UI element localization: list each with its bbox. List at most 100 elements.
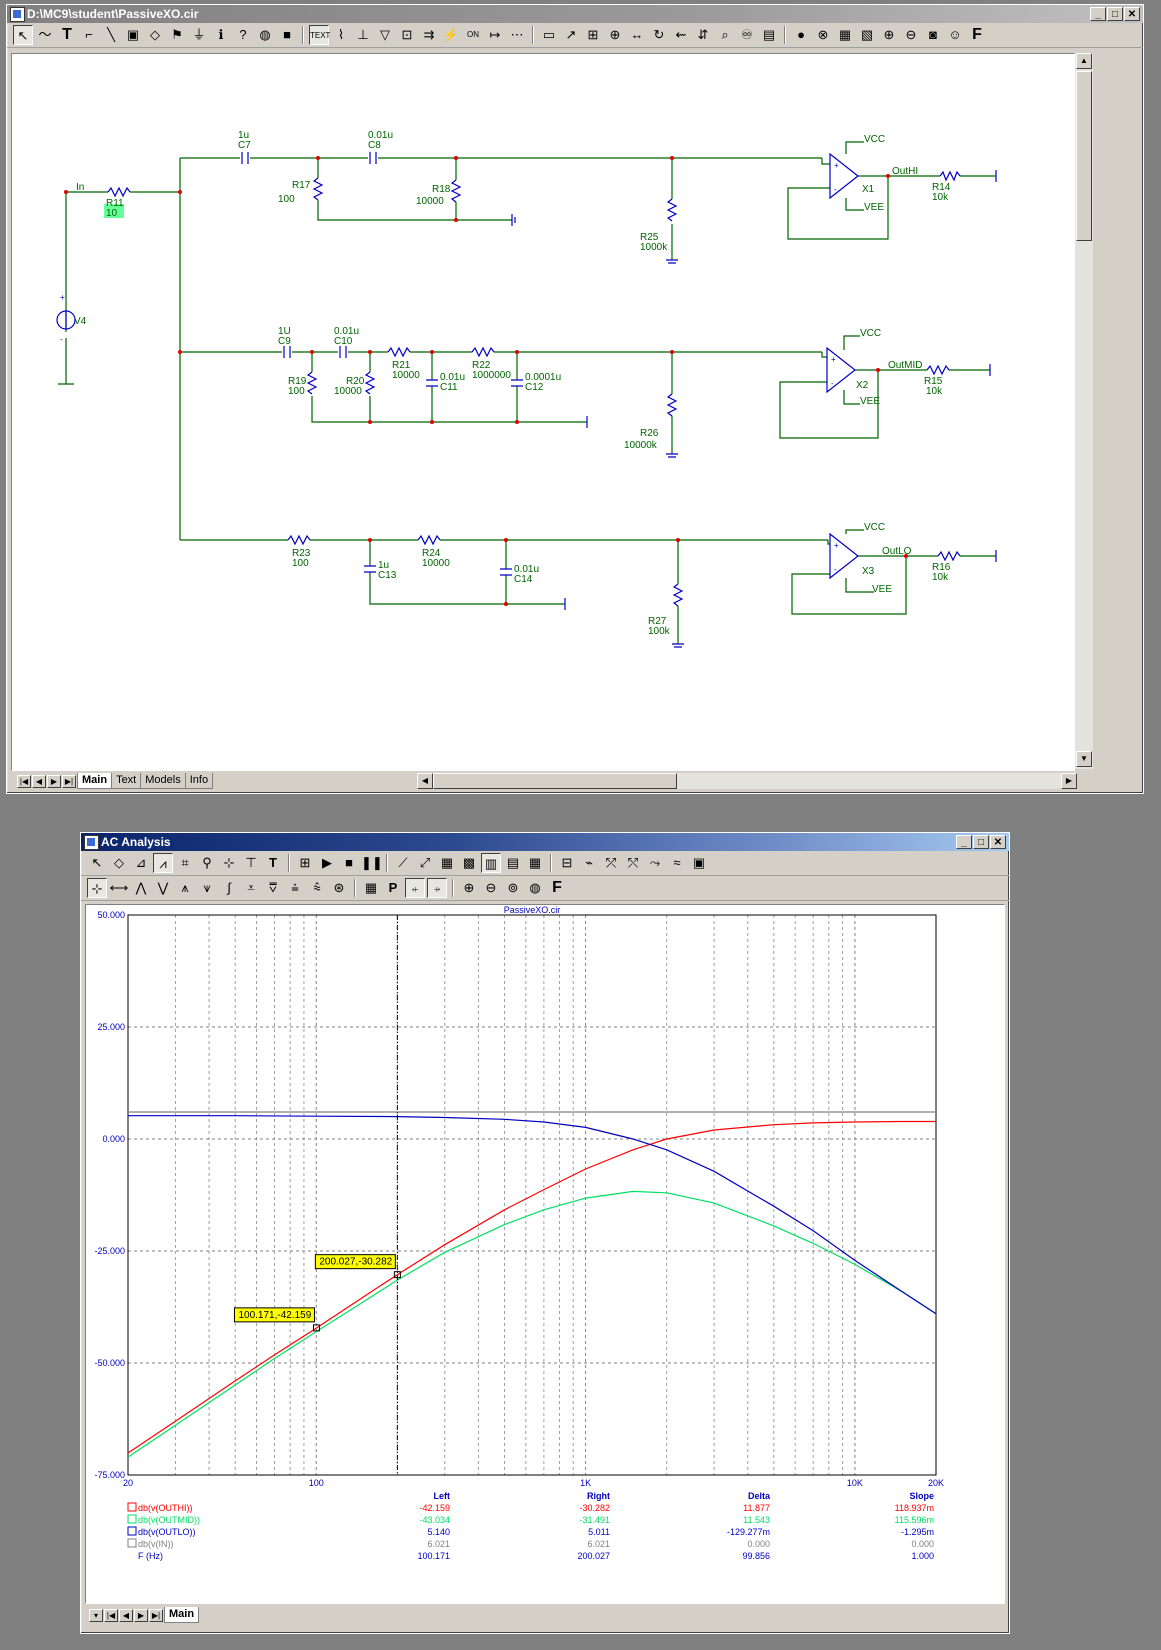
text-tool-icon[interactable]: T (62, 26, 72, 43)
ac-tab-main[interactable]: Main (164, 1607, 200, 1623)
tile-icon[interactable]: ▦ (838, 27, 852, 42)
ac-layout-2-icon[interactable]: ▤ (506, 855, 520, 870)
high-icon[interactable]: ⩚ (181, 880, 189, 895)
flag-icon[interactable]: ⚑ (171, 27, 183, 42)
ac-tag-icon[interactable]: ⌗ (181, 855, 189, 870)
diagonal-wire-icon[interactable]: ╲ (107, 27, 115, 42)
pin-icon[interactable]: ↦ (489, 27, 501, 42)
ac-select-icon[interactable]: ↖ (91, 855, 103, 870)
font-icon[interactable]: F (972, 26, 982, 43)
help-icon[interactable]: ? (239, 27, 247, 42)
tab-models[interactable]: Models (140, 773, 186, 789)
grid-text-icon[interactable]: ▽ (380, 27, 390, 42)
schematic-titlebar[interactable]: D:\MC9\student\PassiveXO.cir _ □ ✕ (7, 5, 1143, 23)
ac-properties-icon[interactable]: ⊞ (299, 855, 311, 870)
ac-point-tag-icon[interactable]: ⚲ (202, 855, 212, 870)
flip-x-icon[interactable]: ↔ (630, 27, 644, 42)
scroll-down-button[interactable]: ▼ (1076, 751, 1092, 767)
ac-last-page-button[interactable]: ▶| (149, 1608, 163, 1622)
top-icon[interactable]: ⩮ (291, 880, 299, 895)
ac-titlebar[interactable]: AC Analysis _ □ ✕ (81, 833, 1009, 851)
tab-main[interactable]: Main (77, 773, 113, 789)
prev-page-button[interactable]: ◀ (32, 774, 46, 788)
ac-linear-icon[interactable]: ⟋ (398, 855, 408, 870)
ac-layout-1-icon[interactable]: ▥ (481, 853, 501, 873)
properties-icon[interactable]: ⊞ (587, 27, 599, 42)
pin-connections-icon[interactable]: ⊥ (357, 27, 369, 42)
ac-minimize-button[interactable]: _ (956, 835, 972, 849)
color-icon[interactable]: ■ (283, 27, 291, 42)
tab-text[interactable]: Text (111, 773, 142, 789)
ac-scale-icon[interactable]: ⊿ (135, 855, 147, 870)
power-icon[interactable]: ⚡ (442, 27, 460, 42)
ac-first-page-button[interactable]: |◀ (104, 1608, 118, 1622)
ac-grid-icon[interactable]: ▦ (440, 855, 454, 870)
ac-cursor-mode-icon[interactable]: ⩘ (153, 853, 173, 873)
ac-probe3-icon[interactable]: ⤳ (649, 855, 661, 870)
ac-zoom-in-icon[interactable]: ⊕ (463, 880, 475, 895)
ground-icon[interactable]: ⏚ (192, 27, 206, 42)
ac-wave-icon[interactable]: ≈ (673, 855, 681, 870)
ac-layout-3-icon[interactable]: ▦ (528, 855, 542, 870)
ac-shapes-icon[interactable]: ◇ (114, 855, 124, 870)
scroll-thumb[interactable] (1076, 71, 1092, 241)
ac-stop-icon[interactable]: ■ (345, 855, 353, 870)
cursor-next-icon[interactable]: ⟷ (109, 880, 129, 895)
ac-maximize-button[interactable]: □ (973, 835, 989, 849)
global-low-icon[interactable]: ⩢ (269, 880, 277, 895)
go-to-icon[interactable]: ⊛ (333, 880, 345, 895)
mirror-icon[interactable]: ⇜ (675, 27, 687, 42)
grid-icon[interactable]: ⋯ (510, 27, 524, 42)
stop-icon[interactable]: ● (797, 27, 805, 42)
wire-tool-icon[interactable]: 〜 (38, 27, 52, 42)
low-icon[interactable]: ⩛ (203, 880, 211, 895)
current-icon[interactable]: ⇉ (423, 27, 435, 42)
cascade-icon[interactable]: ▧ (860, 27, 874, 42)
ac-zoom-out-icon[interactable]: ⊖ (485, 880, 497, 895)
global-high-icon[interactable]: ⩡ (247, 880, 255, 895)
flip-y-icon[interactable]: ⇵ (697, 27, 709, 42)
inflection-icon[interactable]: ∫ (227, 880, 231, 895)
scroll-right-button[interactable]: ▶ (1061, 773, 1077, 789)
zoom-out-icon[interactable]: ⊖ (905, 27, 917, 42)
cancel-icon[interactable]: ⊗ (817, 27, 829, 42)
select-mode-icon[interactable]: ↖ (13, 25, 33, 45)
ac-next-page-button[interactable]: ▶ (134, 1608, 148, 1622)
peak-icon[interactable]: ⋀ (135, 880, 147, 895)
tab-info[interactable]: Info (184, 773, 214, 789)
ac-probe-icon[interactable]: ⤱ (605, 855, 617, 870)
globe-icon[interactable]: ◍ (259, 27, 271, 42)
zoom-in-icon[interactable]: ⊕ (883, 27, 895, 42)
window-icon[interactable]: ▭ (542, 27, 556, 42)
ac-text-icon[interactable]: T (269, 855, 277, 870)
ortho-wire-icon[interactable]: ⌐ (85, 27, 93, 42)
on-off-icon[interactable]: ON (467, 30, 479, 39)
info-icon[interactable]: ℹ (218, 27, 224, 42)
ac-close-button[interactable]: ✕ (990, 835, 1006, 849)
cursor-peak-icon[interactable]: ⊹ (87, 878, 107, 898)
ac-prev-page-button[interactable]: ◀ (119, 1608, 133, 1622)
bottom-icon[interactable]: ⩯ (313, 880, 321, 895)
valley-icon[interactable]: ⋁ (157, 880, 169, 895)
ac-data-points-icon[interactable]: ⊟ (561, 855, 573, 870)
schematic-vertical-scrollbar[interactable]: ▲ ▼ (1075, 53, 1093, 769)
ac-pause-icon[interactable]: ❚❚ (361, 855, 383, 870)
page-icon[interactable]: ▤ (762, 27, 776, 42)
close-button[interactable]: ✕ (1124, 7, 1140, 21)
ac-dropdown-button[interactable]: ▾ (89, 1608, 103, 1622)
probe-icon[interactable]: ↗ (565, 27, 577, 42)
ac-horizontal-tag-icon[interactable]: ⊹ (223, 855, 235, 870)
ac-probe2-icon[interactable]: ⤲ (627, 855, 639, 870)
schematic-horizontal-scrollbar[interactable]: ◀ ▶ (417, 773, 1077, 789)
ac-globe-icon[interactable]: ◍ (529, 880, 541, 895)
scroll-h-thumb[interactable] (433, 773, 677, 789)
ac-tokens2-icon[interactable]: ⌁ (585, 855, 593, 870)
show-text-icon[interactable]: TEXT (309, 25, 330, 45)
group-icon[interactable]: ⊕ (609, 27, 621, 42)
camera-icon[interactable]: ◙ (929, 27, 937, 42)
maximize-button[interactable]: □ (1107, 7, 1123, 21)
bus-icon[interactable]: ▣ (126, 27, 140, 42)
ac-zoom-fit-icon[interactable]: ⊚ (507, 880, 519, 895)
ac-font-icon[interactable]: F (552, 879, 562, 896)
